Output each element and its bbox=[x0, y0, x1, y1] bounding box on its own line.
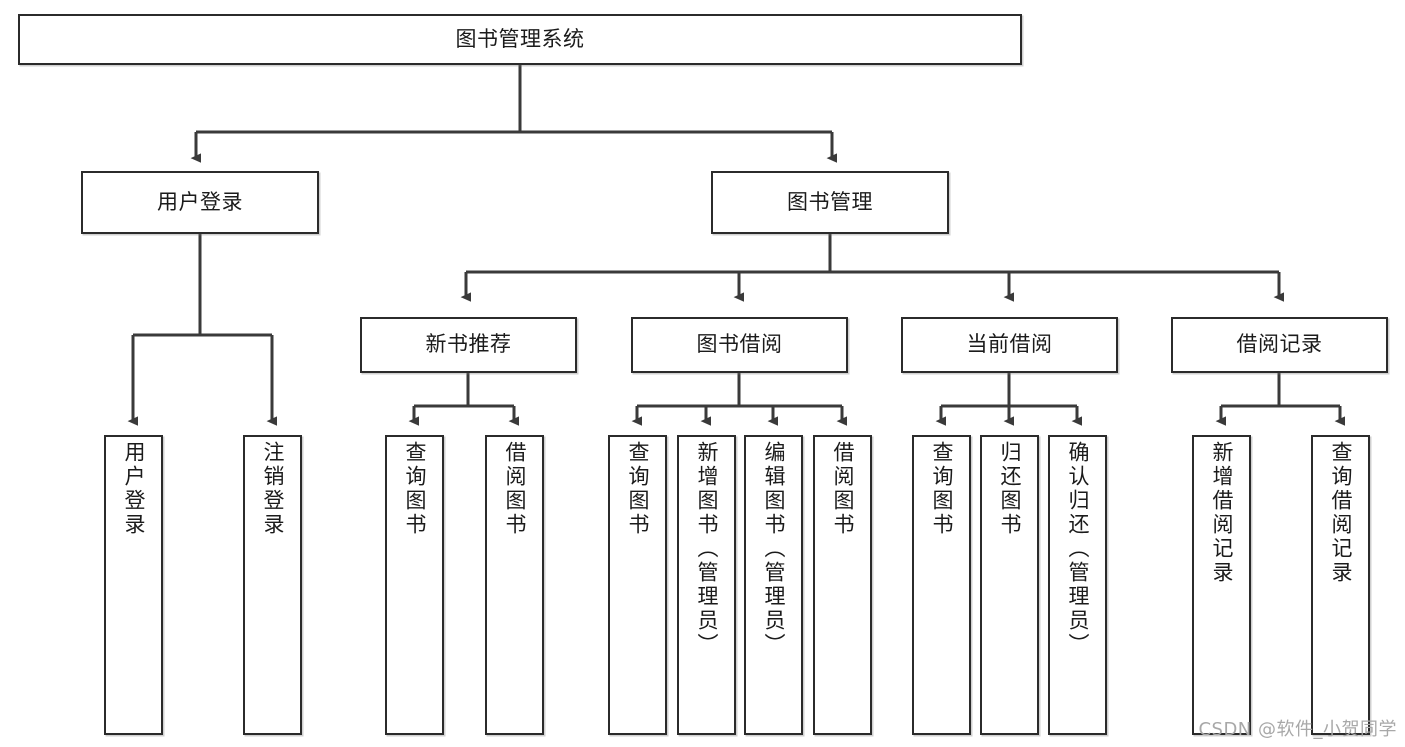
node-label: 查询图书 bbox=[403, 441, 427, 537]
node-label: 借阅记录 bbox=[1236, 332, 1323, 357]
node-label: 查询借阅记录 bbox=[1329, 441, 1353, 585]
leaf-current-borrow-confirm-return-admin[interactable]: 确认归还（管理员） bbox=[1048, 435, 1107, 735]
node-label: 查询图书 bbox=[626, 441, 650, 537]
leaf-book-borrow-query-book[interactable]: 查询图书 bbox=[608, 435, 667, 735]
leaf-user-login-logout[interactable]: 注销登录 bbox=[243, 435, 302, 735]
node-label: 借阅图书 bbox=[503, 441, 527, 537]
leaf-book-borrow-borrow-book[interactable]: 借阅图书 bbox=[813, 435, 872, 735]
node-label: 用户登录 bbox=[122, 441, 146, 537]
leaf-current-borrow-query-book[interactable]: 查询图书 bbox=[912, 435, 971, 735]
node-label: 注销登录 bbox=[261, 441, 285, 537]
node-borrow-record[interactable]: 借阅记录 bbox=[1171, 317, 1388, 373]
leaf-new-book-borrow-book[interactable]: 借阅图书 bbox=[485, 435, 544, 735]
node-label: 图书借阅 bbox=[696, 332, 783, 357]
leaf-book-borrow-add-book-admin[interactable]: 新增图书（管理员） bbox=[677, 435, 736, 735]
node-label: 新增图书（管理员） bbox=[695, 441, 719, 657]
node-label: 当前借阅 bbox=[966, 332, 1053, 357]
node-label: 查询图书 bbox=[930, 441, 954, 537]
node-label: 图书管理 bbox=[787, 189, 873, 214]
node-label: 归还图书 bbox=[998, 441, 1022, 537]
leaf-borrow-record-query-record[interactable]: 查询借阅记录 bbox=[1311, 435, 1370, 735]
node-root-book-management-system[interactable]: 图书管理系统 bbox=[18, 14, 1022, 65]
leaf-new-book-query-book[interactable]: 查询图书 bbox=[385, 435, 444, 735]
node-new-book-recommend[interactable]: 新书推荐 bbox=[360, 317, 577, 373]
node-label: 编辑图书（管理员） bbox=[762, 441, 786, 657]
node-label: 新书推荐 bbox=[425, 332, 512, 357]
node-label: 图书管理系统 bbox=[455, 26, 585, 51]
node-label: 用户登录 bbox=[157, 189, 243, 214]
node-book-borrow[interactable]: 图书借阅 bbox=[631, 317, 848, 373]
leaf-current-borrow-return-book[interactable]: 归还图书 bbox=[980, 435, 1039, 735]
node-label: 借阅图书 bbox=[831, 441, 855, 537]
node-label: 确认归还（管理员） bbox=[1066, 441, 1090, 657]
node-book-management[interactable]: 图书管理 bbox=[711, 171, 949, 234]
leaf-user-login-login[interactable]: 用户登录 bbox=[104, 435, 163, 735]
leaf-book-borrow-edit-book-admin[interactable]: 编辑图书（管理员） bbox=[744, 435, 803, 735]
leaf-borrow-record-add-record[interactable]: 新增借阅记录 bbox=[1192, 435, 1251, 735]
node-label: 新增借阅记录 bbox=[1210, 441, 1234, 585]
node-current-borrow[interactable]: 当前借阅 bbox=[901, 317, 1118, 373]
node-user-login[interactable]: 用户登录 bbox=[81, 171, 319, 234]
